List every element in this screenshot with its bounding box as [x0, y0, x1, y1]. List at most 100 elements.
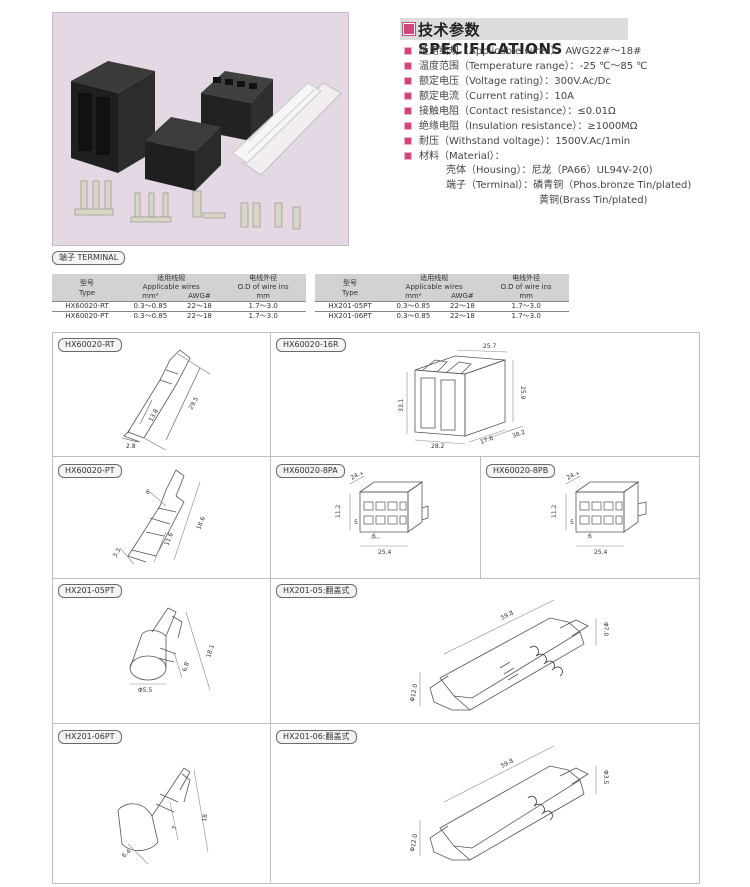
specifications-title-cn: 技术参数 — [418, 21, 481, 39]
col-awg: AWG# — [178, 292, 221, 302]
spec-line: 适用线规（Applicable wires）：AWG22#～18# — [404, 42, 642, 57]
dim-25-4: 25.4 — [378, 549, 392, 556]
col-wires-en: Applicable wires — [142, 283, 200, 291]
dim-6-4: 6.4 — [121, 848, 133, 860]
drawing-label-hx60020-8pb: HX60020-8PB — [486, 464, 556, 478]
col-od-cn: 电线外径 — [249, 274, 278, 282]
dim-phi-7-0: Φ7.0 — [602, 622, 609, 636]
product-photo-illustration — [71, 61, 342, 230]
dim-18: 18 — [201, 813, 209, 822]
spec-line: 绝缘电阻（Insulation resistance）：≥1000MΩ — [404, 117, 637, 132]
dim-25-7: 25.7 — [483, 343, 497, 350]
col-awg: AWG# — [441, 292, 484, 302]
dim-13-8: 13.8 — [148, 408, 161, 423]
square-bullet-icon — [404, 62, 412, 70]
dim-18-6: 18.6 — [195, 516, 207, 531]
drawing-label-hx60020-16r: HX60020-16R — [276, 338, 346, 352]
dim-5: 5 — [570, 519, 574, 526]
col-type-en: Type — [78, 288, 96, 297]
housing-8pb-photo — [145, 117, 221, 191]
square-bullet-icon — [404, 152, 412, 160]
col-divider — [480, 457, 481, 578]
specifications-header: 技术参数 SPECIFICATIONS — [400, 18, 628, 58]
drawing-label-hx60020-8pa: HX60020-8PA — [276, 464, 345, 478]
terminal-section-label: 端子 TERMINAL — [52, 251, 126, 265]
dim-28-2: 28.2 — [431, 443, 445, 450]
drawing-label-hx201-06pt: HX201-06PT — [58, 730, 122, 744]
col-od-en: O.D of wire ins — [500, 283, 552, 291]
col-divider — [270, 332, 271, 882]
spec-line: 接触电阻（Contact resistance）：≤0.01Ω — [404, 102, 616, 117]
row-divider — [52, 456, 699, 457]
dim-38-2: 38.2 — [511, 429, 526, 440]
drawing-label-hx60020-pt: HX60020-PT — [58, 464, 122, 478]
dim-24-1: 24.1 — [350, 472, 365, 482]
dim-59-8: 59.8 — [500, 757, 515, 769]
material-terminal: 端子（Terminal）：磷青铜（Phos.bronze Tin/plated) — [446, 180, 692, 191]
dim-33-1: 33.1 — [398, 398, 405, 412]
drawing-hx201-05: 59.8 Φ7.0 Φ12.0 — [409, 599, 609, 711]
row-divider — [52, 723, 699, 724]
dim-6-8: 6.8 — [181, 661, 191, 672]
drawing-label-hx201-06: HX201-06:翻盖式 — [276, 730, 357, 744]
drawing-hx201-06pt: 6.4 7 18 — [117, 767, 209, 865]
terminals-photo — [74, 180, 301, 230]
dim-5: 5 — [354, 519, 358, 526]
col-type-en: Type — [341, 288, 359, 297]
col-od-en: O.D of wire ins — [237, 283, 289, 291]
dim-phi-3-5: Φ3.5 — [602, 770, 609, 784]
dim-3-3: 3.3 — [112, 547, 123, 559]
spec-line: 额定电流（Current rating）：10A — [404, 87, 574, 102]
dim-11-6: 11.6 — [163, 532, 175, 547]
spec-line: 耐压（Withstand voltage）：1500V.Ac/1min — [404, 132, 630, 147]
square-bullet-icon — [404, 92, 412, 100]
col-wires-cn: 适用线规 — [420, 274, 449, 282]
dim-2-8: 2.8 — [126, 443, 136, 450]
col-type-cn: 型号 — [343, 278, 357, 287]
dim-6: 6 — [372, 533, 376, 540]
drawing-hx60020-8pa: 24.1 11.2 5 6 25.4 — [335, 472, 429, 556]
dim-17-6: 17.6 — [479, 435, 494, 446]
drawing-label-hx201-05pt: HX201-05PT — [58, 584, 122, 598]
housing-16r-photo — [71, 61, 155, 173]
dim-11-2: 11.2 — [551, 504, 558, 518]
drawing-label-hx60020-rt: HX60020-RT — [58, 338, 122, 352]
drawing-hx60020-8pb: 24.1 11.2 5 6 25.4 — [551, 472, 647, 556]
material-terminal-brass: 黄铜(Brass Tin/plated) — [539, 195, 648, 206]
col-mm2: mm² — [385, 292, 442, 302]
drawing-hx60020-rt: 29.5 13.8 2.8 — [121, 349, 211, 450]
dim-phi-12-0: Φ12.0 — [409, 683, 419, 702]
fuse-holder-photo — [232, 82, 342, 176]
square-bullet-icon — [404, 77, 412, 85]
col-wires-en: Applicable wires — [405, 283, 463, 291]
dim-phi-12-0: Φ12.0 — [409, 833, 419, 852]
dim-6: 6 — [588, 533, 592, 540]
dim-25-9: 25.9 — [519, 386, 526, 400]
drawing-hx201-06: 59.8 Φ3.5 Φ12.0 — [409, 745, 609, 861]
col-mm: mm — [220, 292, 306, 302]
col-mm: mm — [483, 292, 569, 302]
drawings-panel — [52, 332, 700, 884]
specifications-title-en: SPECIFICATIONS — [418, 40, 563, 58]
spec-line: 额定电压（Voltage rating）：300V.Ac/Dc — [404, 72, 611, 87]
dim-24-1: 24.1 — [566, 472, 581, 482]
dim-29-5: 29.5 — [188, 396, 201, 411]
square-bullet-icon — [404, 47, 412, 55]
dim-18-1: 18.1 — [205, 644, 216, 659]
spec-line: 温度范围（Temperature range）：-25 ℃～85 ℃ — [404, 57, 647, 72]
drawing-label-hx201-05: HX201-05:翻盖式 — [276, 584, 357, 598]
product-photo — [52, 12, 349, 246]
spec-line: 材料（Material）： — [404, 147, 505, 162]
drawing-hx60020-16r: 25.7 25.9 33.1 28.2 17.6 38.2 — [398, 343, 526, 450]
housing-8pa-photo — [201, 71, 273, 141]
col-mm2: mm² — [122, 292, 179, 302]
square-bullet-icon — [404, 122, 412, 130]
col-wires-cn: 适用线规 — [157, 274, 186, 282]
dim-7: 7 — [171, 825, 179, 830]
